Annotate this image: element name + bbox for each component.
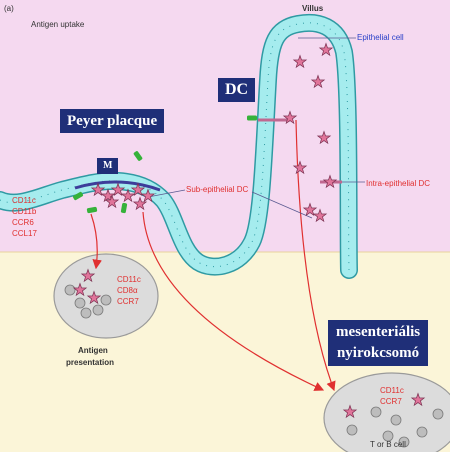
marker-node1-1: CD11c [117, 275, 141, 284]
dendritic-cell [322, 174, 338, 189]
lymphocyte [74, 297, 86, 309]
lymphocyte [416, 426, 428, 438]
mesenteric-node-label: mesenteriális nyirokcsomó [328, 320, 429, 366]
lymphocyte [64, 284, 76, 296]
dendritic-cell [80, 268, 96, 283]
lymphocyte [100, 294, 112, 306]
dendritic-cell [310, 74, 326, 89]
markers-node-2: CD11c CCR7 [380, 386, 404, 406]
markers-left: CD11c CD11b CCR6 CCL17 [12, 196, 37, 238]
dendritic-cell [86, 290, 102, 305]
epithelial-cell-label: Epithelial cell [357, 33, 404, 42]
arrow-villus-to-node-2 [295, 119, 336, 392]
dc-label: DC [218, 78, 256, 102]
dendritic-cell [312, 208, 328, 223]
dendritic-cell [282, 110, 298, 125]
lymphocyte [80, 307, 92, 319]
antigen [120, 202, 128, 214]
mesenteric-line-2: nyirokcsomó [336, 345, 420, 361]
marker-left-3: CCR6 [12, 218, 34, 227]
leader-sub-epithelial-1 [147, 189, 186, 198]
arrow-pp-to-node-2 [142, 211, 325, 391]
marker-node2-1: CD11c [380, 386, 404, 395]
antigen [72, 191, 84, 201]
lymphocyte [390, 414, 402, 426]
sub-epithelial-dc-label: Sub-epithelial DC [186, 185, 248, 194]
dendritic-cell [104, 194, 120, 209]
marker-node2-2: CCR7 [380, 397, 402, 406]
antigens [72, 115, 257, 214]
marker-left-2: CD11b [12, 207, 37, 216]
lymphocytes [64, 284, 444, 448]
m-cell-dome [74, 180, 161, 192]
dendritic-cell [120, 188, 136, 203]
marker-left-1: CD11c [12, 196, 36, 205]
dendritic-cell [318, 42, 334, 57]
lymphocyte [432, 408, 444, 420]
dendritic-cell [132, 196, 148, 211]
dendritic-cell [110, 182, 126, 197]
lymphocyte [346, 424, 358, 436]
marker-node1-2: CD8α [117, 286, 138, 295]
peyer-placque-label: Peyer placque [60, 109, 165, 133]
mesenteric-line-1: mesenteriális [336, 324, 421, 340]
antigen [133, 151, 143, 161]
dendritic-cell [302, 202, 318, 217]
lymphocyte [382, 430, 394, 442]
t-or-b-cell-label: T or B cell [370, 440, 406, 449]
antigen-presentation-1: Antigen [78, 346, 108, 355]
m-cell-label: M [97, 158, 119, 174]
marker-node1-3: CCR7 [117, 297, 139, 306]
intra-epithelial-dc-label: Intra-epithelial DC [366, 179, 430, 188]
markers-node-1: CD11c CD8α CCR7 [117, 275, 141, 306]
antigen-presentation-2: presentation [66, 358, 114, 367]
header-right: Villus [302, 4, 324, 13]
dendritic-cell [292, 54, 308, 69]
dendritic-cell [140, 188, 156, 203]
dendritic-cell [292, 160, 308, 175]
antigen [247, 115, 257, 121]
lymphocyte [398, 436, 410, 448]
dendritic-cell [410, 392, 426, 407]
leader-sub-epithelial-2 [251, 191, 313, 219]
antigen [86, 206, 98, 214]
dendritic-cell [316, 130, 332, 145]
dendritic-cell [100, 188, 116, 203]
dendritic-cells [72, 42, 426, 419]
panel-label: (a) [4, 4, 14, 13]
marker-left-4: CCL17 [12, 229, 37, 238]
lymphocyte [370, 406, 382, 418]
dendritic-cell [130, 182, 146, 197]
dendritic-cell [72, 282, 88, 297]
dendritic-cell [90, 182, 106, 197]
lymphocyte [92, 304, 104, 316]
header-left: Antigen uptake [31, 20, 85, 29]
arrow-to-node-1 [90, 213, 102, 270]
dendritic-cell [342, 404, 358, 419]
